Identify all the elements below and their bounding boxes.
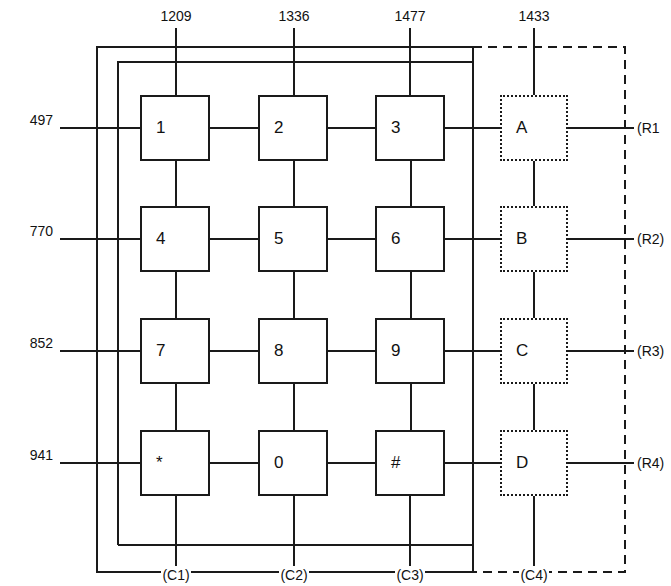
signal-name: (C1) [161, 567, 190, 583]
row-wire [568, 127, 634, 129]
signal-name: (C3) [395, 567, 424, 583]
key-box: 7 [140, 318, 210, 384]
row-wire [60, 462, 140, 464]
key-connector [410, 161, 412, 206]
key-label: 7 [156, 341, 165, 361]
row-wire [60, 350, 140, 352]
key-connector [445, 462, 500, 464]
key-connector [328, 238, 375, 240]
key-box: 8 [258, 318, 328, 384]
key-label: 1 [156, 118, 165, 138]
signal-name: (C2) [279, 567, 308, 583]
key-connector [293, 384, 295, 430]
column-wire [409, 496, 411, 566]
row-wire [568, 462, 634, 464]
signal-name: (C4) [519, 567, 548, 583]
dotted-key-box: D [500, 430, 568, 496]
frequency-label: 1336 [277, 8, 310, 24]
key-label: 2 [274, 118, 283, 138]
key-label: C [516, 341, 528, 361]
key-label: B [516, 229, 527, 249]
key-connector [445, 350, 500, 352]
key-connector [210, 127, 258, 129]
key-connector [533, 272, 535, 318]
key-label: A [516, 118, 527, 138]
key-box: 2 [258, 95, 328, 161]
key-connector [210, 238, 258, 240]
key-connector [328, 350, 375, 352]
key-connector [410, 272, 412, 318]
key-box: 1 [140, 95, 210, 161]
row-wire [60, 127, 140, 129]
frequency-label: 1209 [159, 8, 192, 24]
dotted-key-box: A [500, 95, 568, 161]
row-wire [60, 238, 140, 240]
key-box: 9 [375, 318, 445, 384]
key-box: 4 [140, 206, 210, 272]
frequency-label: 852 [29, 335, 54, 351]
key-box: 3 [375, 95, 445, 161]
column-wire [533, 496, 535, 566]
key-connector [175, 161, 177, 206]
key-box: 6 [375, 206, 445, 272]
column-wire [533, 28, 535, 95]
frequency-label: 1477 [393, 8, 426, 24]
key-box: 5 [258, 206, 328, 272]
dotted-key-box: C [500, 318, 568, 384]
key-box: * [140, 430, 210, 496]
signal-name: (R3) [636, 343, 665, 359]
signal-name: (R1 [636, 120, 661, 136]
frequency-label: 770 [29, 223, 54, 239]
inner-frame [118, 62, 473, 545]
key-connector [445, 127, 500, 129]
key-label: 9 [391, 341, 400, 361]
key-connector [175, 272, 177, 318]
column-wire [409, 28, 411, 95]
key-connector [210, 462, 258, 464]
key-box: # [375, 430, 445, 496]
key-label: 5 [274, 229, 283, 249]
signal-name: (R4) [636, 455, 665, 471]
key-label: 4 [156, 229, 165, 249]
row-wire [568, 350, 634, 352]
key-label: * [156, 453, 163, 473]
key-label: 0 [274, 453, 283, 473]
key-connector [328, 127, 375, 129]
key-label: 3 [391, 118, 400, 138]
key-label: # [391, 453, 400, 473]
dotted-key-box: B [500, 206, 568, 272]
frequency-label: 941 [29, 447, 54, 463]
row-wire [568, 238, 634, 240]
key-label: 6 [391, 229, 400, 249]
key-label: D [516, 453, 528, 473]
key-connector [293, 161, 295, 206]
key-connector [410, 384, 412, 430]
frequency-label: 497 [29, 112, 54, 128]
outer-frame [97, 47, 473, 572]
key-connector [293, 272, 295, 318]
column-wire [293, 496, 295, 566]
key-box: 0 [258, 430, 328, 496]
key-connector [328, 462, 375, 464]
column-wire [175, 28, 177, 95]
signal-name: (R2) [636, 231, 665, 247]
inner-frame [118, 544, 473, 546]
column-wire [175, 496, 177, 566]
key-connector [175, 384, 177, 430]
key-connector [445, 238, 500, 240]
dashed-frame [473, 47, 625, 572]
column-wire [293, 28, 295, 95]
key-connector [533, 161, 535, 206]
key-connector [210, 350, 258, 352]
key-connector [533, 384, 535, 430]
frequency-label: 1433 [517, 8, 550, 24]
key-label: 8 [274, 341, 283, 361]
